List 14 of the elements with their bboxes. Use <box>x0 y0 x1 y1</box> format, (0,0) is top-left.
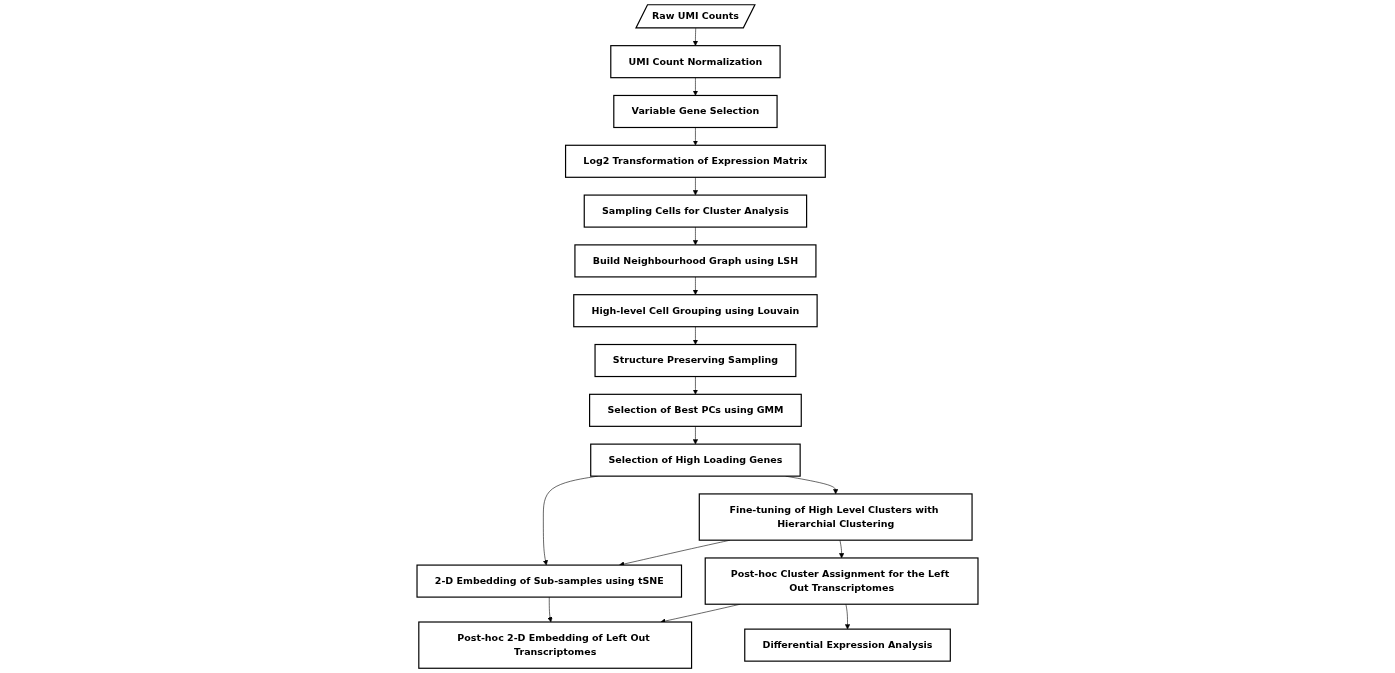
node-box: 2-D Embedding of Sub-samples using tSNE <box>416 564 683 598</box>
node-box: Structure Preserving Sampling <box>594 343 797 378</box>
node-box: Post-hoc Cluster Assignment for the Left Out Transcriptomes <box>704 557 979 605</box>
node-box: Differential Expression Analysis <box>744 628 951 662</box>
node-box: Post-hoc 2-D Embedding of Left Out Transcriptomes <box>418 621 693 669</box>
node-box: Sampling Cells for Cluster Analysis <box>583 194 808 228</box>
node-box: Variable Gene Selection <box>613 94 778 129</box>
node-box: Build Neighbourhood Graph using LSH <box>574 244 817 278</box>
node-box: Log2 Transformation of Expression Matrix <box>564 144 826 178</box>
node-box: Selection of High Loading Genes <box>590 443 801 477</box>
node-box: Fine-tuning of High Level Clusters with Hierarchial Clustering <box>698 493 973 541</box>
node-box: High-level Cell Grouping using Louvain <box>573 294 818 328</box>
node-box: UMI Count Normalization <box>610 45 781 79</box>
node-box: Selection of Best PCs using GMM <box>589 393 802 427</box>
